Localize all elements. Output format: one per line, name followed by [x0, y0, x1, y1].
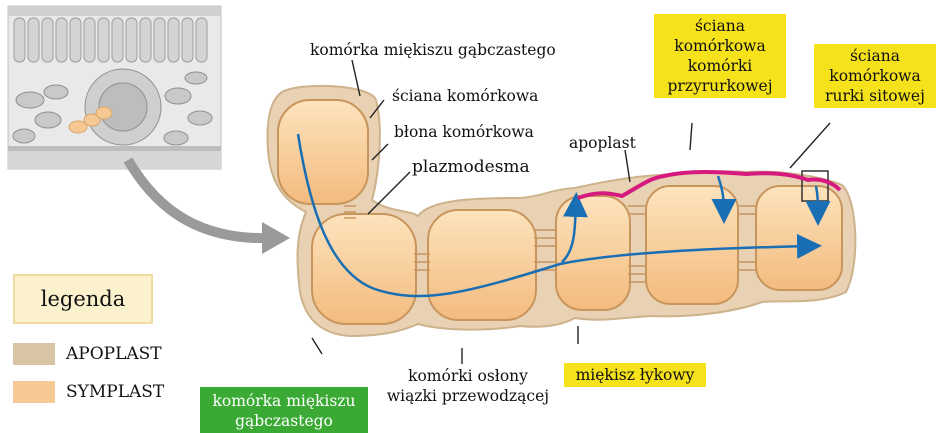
companion-wall-line-3: komórki: [654, 56, 786, 76]
companion-wall-line-1: ściana: [654, 16, 786, 36]
legend-label-symplast: SYMPLAST: [66, 381, 164, 403]
companion-wall-line-2: komórkowa: [654, 36, 786, 56]
sieve-wall-line-1: ściana: [814, 46, 936, 66]
leader-companion-wall: [690, 123, 692, 150]
label-spongy-cell-green: komórka miękiszu gąbczastego: [200, 387, 368, 433]
label-bundle-sheath: komórki osłony wiązki przewodzącej: [378, 366, 558, 406]
leader-spongy-cell-bottom: [312, 338, 322, 354]
legend-swatch-symplast: [13, 381, 55, 403]
bundle-sheath-line-1: komórki osłony: [378, 366, 558, 386]
spongy-green-line-1: komórka miękiszu: [200, 391, 368, 411]
zoom-arrow: [128, 160, 270, 238]
legend-swatch-apoplast: [13, 343, 55, 365]
label-plasmodesma: plazmodesma: [412, 157, 530, 177]
leader-sieve-wall: [790, 123, 830, 168]
label-phloem-parenchyma: miękisz łykowy: [564, 363, 706, 387]
bundle-sheath-line-2: wiązki przewodzącej: [378, 386, 558, 406]
leaf-cross-section-thumbnail: [8, 6, 221, 169]
legend-title: legenda: [13, 274, 153, 324]
legend-label-apoplast: APOPLAST: [66, 343, 162, 365]
sieve-wall-line-2: komórkowa: [814, 66, 936, 86]
sieve-wall-line-3: rurki sitowej: [814, 86, 936, 106]
label-cell-wall: ściana komórkowa: [392, 86, 538, 106]
label-apoplast: apoplast: [569, 133, 636, 153]
companion-wall-line-4: przyrurkowej: [654, 76, 786, 96]
label-companion-cell-wall: ściana komórkowa komórki przyrurkowej: [654, 14, 786, 98]
label-cell-membrane: błona komórkowa: [394, 122, 534, 142]
label-sieve-tube-wall: ściana komórkowa rurki sitowej: [814, 44, 936, 108]
zoom-arrow-head: [262, 222, 290, 254]
label-spongy-cell: komórka miękiszu gąbczastego: [310, 40, 556, 60]
spongy-green-line-2: gąbczastego: [200, 411, 368, 431]
cell-chain: [268, 86, 856, 336]
